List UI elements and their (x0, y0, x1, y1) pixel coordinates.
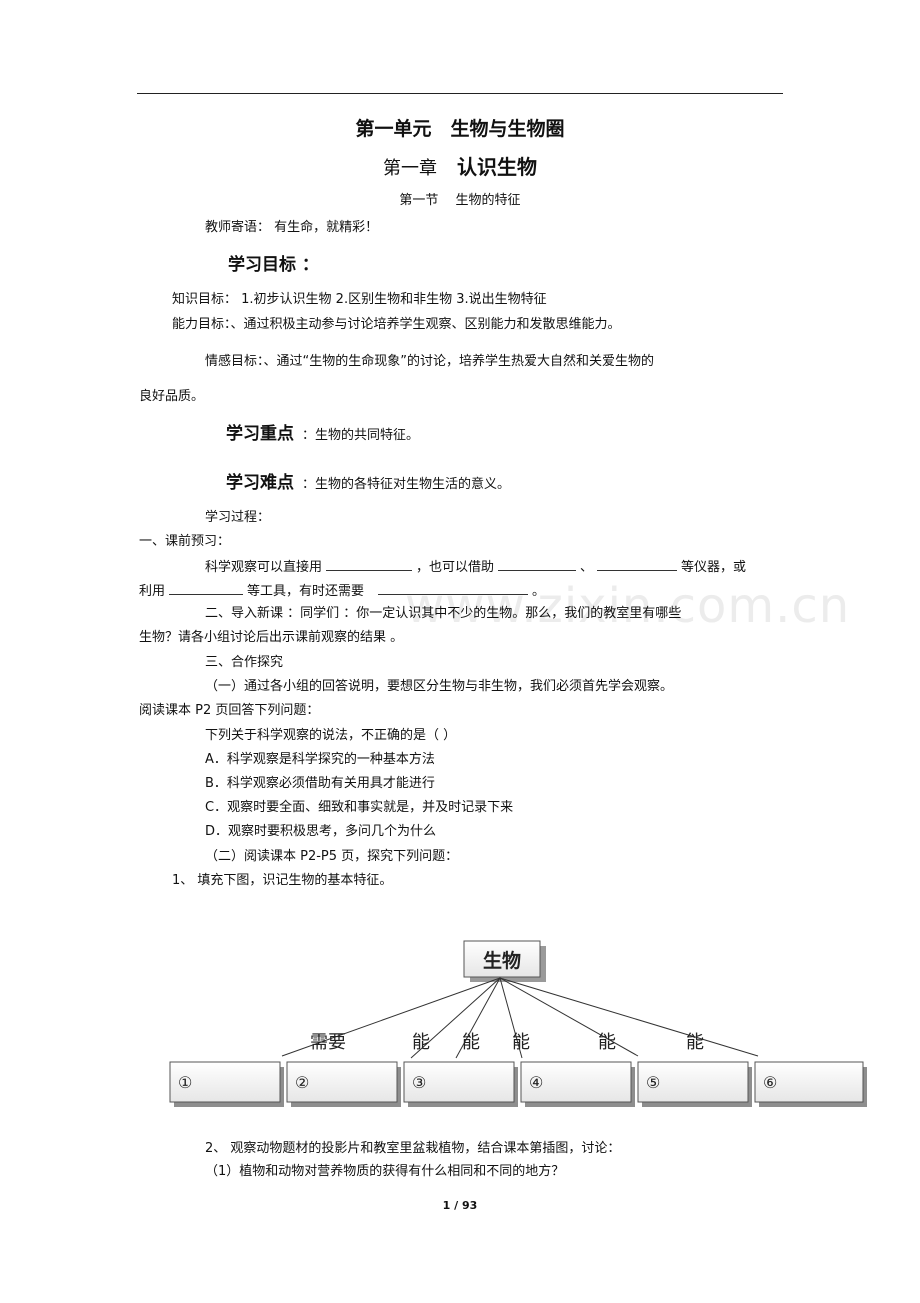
process-heading: 学习过程： (205, 510, 271, 525)
emotion-objective-cont: 良好品质。 (139, 389, 205, 404)
connector-lines (281, 977, 759, 1059)
branch-label: 能 (462, 1032, 480, 1053)
answer-box[interactable]: ⑤ (637, 1061, 752, 1107)
option-d: D．观察时要积极思考，多问几个为什么 (205, 824, 437, 839)
read-instruction: 阅读课本 P2 页回答下列问题： (139, 703, 320, 718)
branch-label: 能 (686, 1032, 704, 1053)
question: 下列关于科学观察的说法，不正确的是（ ） (205, 728, 457, 743)
branch-label: 能 (412, 1032, 430, 1053)
objectives-heading: 学习目标 ： (228, 255, 319, 275)
fill-blank[interactable] (326, 558, 413, 571)
svg-text:③: ③ (412, 1073, 426, 1092)
task1: 1、 填充下图，识记生物的基本特征。 (172, 873, 393, 888)
teacher-note: 教师寄语： 有生命，就精彩！ (205, 220, 379, 235)
answer-box[interactable]: ③ (403, 1061, 518, 1107)
branch-label: 需要 (310, 1032, 346, 1053)
watermark: www.zixin.com.cn (405, 578, 851, 634)
answer-box[interactable]: ② (286, 1061, 401, 1107)
unit-title: 第一单元 生物与生物圈 (355, 118, 565, 140)
branch-label: 能 (598, 1032, 616, 1053)
difficulty-label: 学习难点 (226, 473, 294, 493)
characteristics-diagram: 生物 需要 能 能 能 能 能 ① (169, 940, 867, 1107)
answer-box[interactable]: ⑥ (754, 1061, 867, 1107)
intro-line-2: 生物？请各小组讨论后出示课前观察的结果 。 (139, 630, 404, 645)
svg-text:②: ② (295, 1073, 309, 1092)
root-label: 生物 (483, 949, 521, 972)
knowledge-objective: 知识目标： 1.初步认识生物 2.区别生物和非生物 3.说出生物特征 (172, 292, 547, 307)
root-box (463, 940, 541, 978)
fill-blank[interactable] (498, 558, 577, 571)
answer-box[interactable]: ① (169, 1061, 284, 1107)
difficulty-text: ：生物的各特征对生物生活的意义。 (302, 477, 511, 492)
chapter-name: 认识生物 (457, 155, 537, 179)
ability-objective: 能力目标：、通过积极主动参与讨论培养学生观察、区别能力和发散思维能力。 (172, 317, 621, 332)
key-point-label: 学习重点 (226, 424, 294, 444)
task2: 2、 观察动物题材的投影片和教室里盆栽植物，结合课本第插图，讨论： (205, 1141, 621, 1156)
svg-text:①: ① (178, 1073, 192, 1092)
difficulty: 学习难点 ：生物的各特征对生物生活的意义。 (226, 473, 510, 493)
chapter-title: 第一章认识生物 (0, 155, 920, 180)
fill-blank[interactable] (597, 558, 678, 571)
preview-heading: 一、课前预习： (139, 534, 231, 549)
key-point-text: ：生物的共同特征。 (302, 428, 420, 443)
svg-text:⑥: ⑥ (763, 1073, 777, 1092)
emotion-objective: 情感目标：、通过“生物的生命现象”的讨论，培养学生热爱大自然和关爱生物的 (205, 354, 654, 369)
option-a: A．科学观察是科学探究的一种基本方法 (205, 752, 435, 767)
chapter-number: 第一章 (383, 158, 437, 179)
option-b: B．科学观察必须借助有关用具才能进行 (205, 776, 435, 791)
fill-blank[interactable] (378, 582, 529, 595)
explore-heading: 三、合作探究 (205, 655, 284, 670)
observation-line-2: 利用等工具，有时还需要。 (139, 582, 546, 599)
header-rule (137, 93, 783, 94)
task2-question1: （1）植物和动物对营养物质的获得有什么相同和不同的地方？ (205, 1164, 565, 1179)
observation-line-1: 科学观察可以直接用，也可以借助、等仪器，或 (205, 558, 747, 575)
intro-line-1: 二、导入新课 ：同学们 ：你一定认识其中不少的生物。那么，我们的教室里有哪些 (205, 606, 682, 621)
part2-text: （二）阅读课本 P2-P5 页，探究下列问题： (205, 849, 459, 864)
fill-blank[interactable] (169, 582, 244, 595)
answer-box[interactable]: ④ (520, 1061, 635, 1107)
part1-text: （一）通过各小组的回答说明，要想区分生物与非生物，我们必须首先学会观察。 (205, 679, 674, 694)
svg-text:④: ④ (529, 1073, 543, 1092)
option-c: C．观察时要全面、细致和事实就是，并及时记录下来 (205, 800, 514, 815)
branch-label: 能 (512, 1032, 530, 1053)
key-point: 学习重点 ：生物的共同特征。 (226, 424, 419, 444)
page-number: 1 / 93 (442, 1199, 478, 1212)
answer-boxes: ① ② ③ ④ ⑤ (169, 1061, 867, 1107)
section-title: 第一节 生物的特征 (399, 193, 521, 208)
svg-text:⑤: ⑤ (646, 1073, 660, 1092)
